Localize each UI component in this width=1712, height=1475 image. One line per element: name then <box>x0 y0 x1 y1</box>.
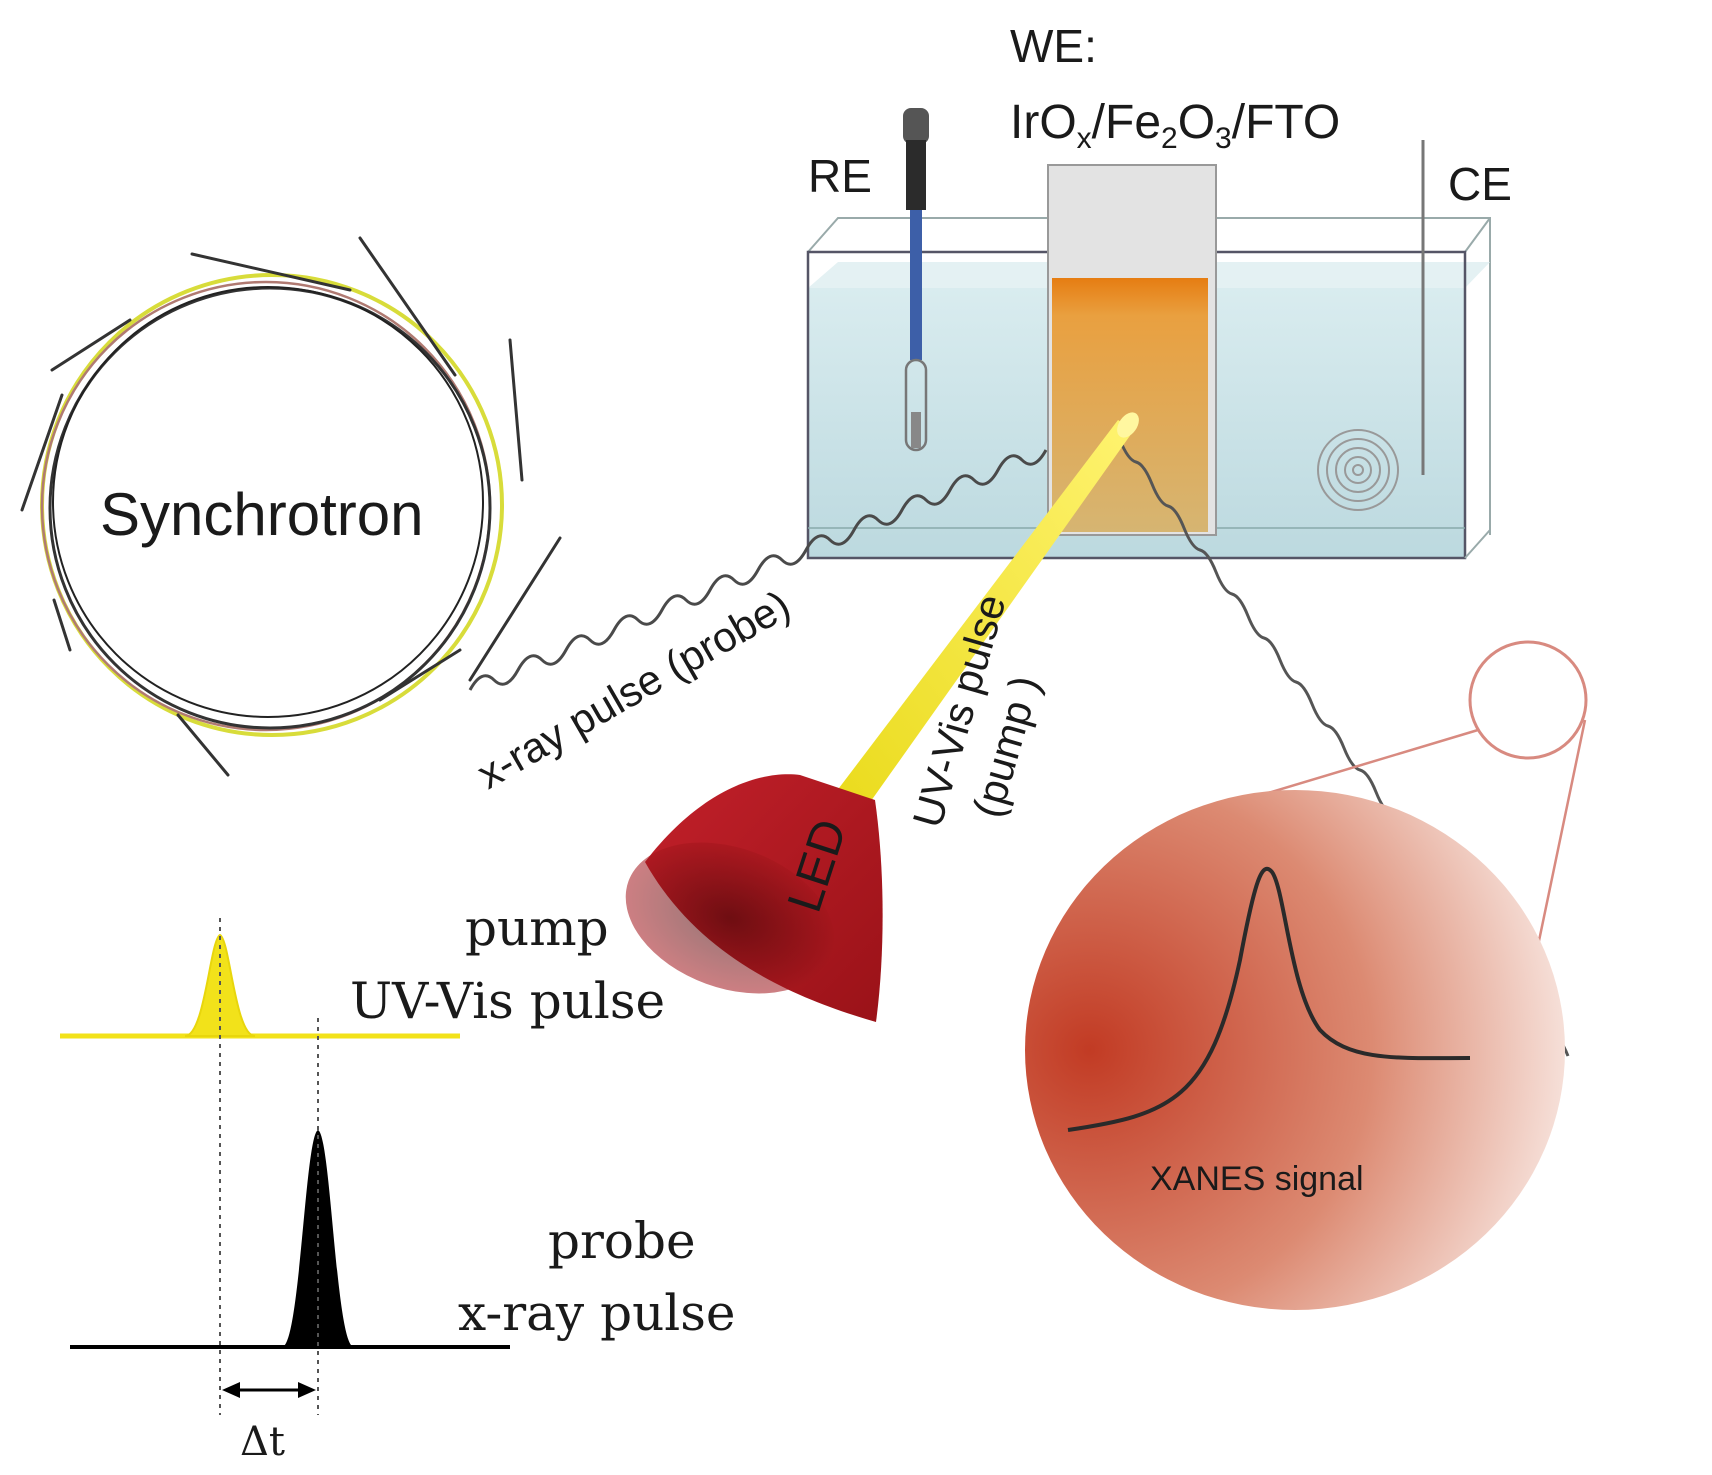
probe-label-line2: x-ray pulse <box>458 1284 736 1342</box>
pump-label-line2: UV-Vis pulse <box>350 972 665 1030</box>
probe-label-line1: probe <box>548 1212 696 1270</box>
we-label: WE: <box>1010 20 1097 72</box>
zoom-circle <box>1468 640 1588 760</box>
synchrotron-label: Synchrotron <box>100 481 424 548</box>
pump-pulse-trace <box>60 933 460 1039</box>
delta-t-label: Δt <box>240 1419 285 1465</box>
we-material-label: IrOx/Fe2O3/FTO <box>1010 96 1340 155</box>
xanes-label: XANES signal <box>1150 1160 1364 1198</box>
counter-electrode <box>1317 140 1425 511</box>
xanes-bubble <box>1025 790 1565 1310</box>
xray-probe-wave <box>468 449 1048 691</box>
xanes-curve <box>1067 866 1471 1132</box>
delta-t-arrow <box>222 1382 316 1398</box>
re-label: RE <box>808 150 872 202</box>
electrochemical-cell <box>806 108 1491 560</box>
xray-probe-label: x-ray pulse (probe) <box>469 581 798 798</box>
reference-electrode <box>903 108 929 452</box>
probe-pulse-trace <box>70 1130 510 1349</box>
ce-label: CE <box>1448 158 1512 210</box>
uvvis-light-beam <box>836 420 1134 808</box>
synchrotron-ring <box>20 236 562 777</box>
pump-label-line1: pump <box>465 899 609 957</box>
timing-guides <box>219 918 319 1415</box>
led-source <box>625 774 883 1022</box>
